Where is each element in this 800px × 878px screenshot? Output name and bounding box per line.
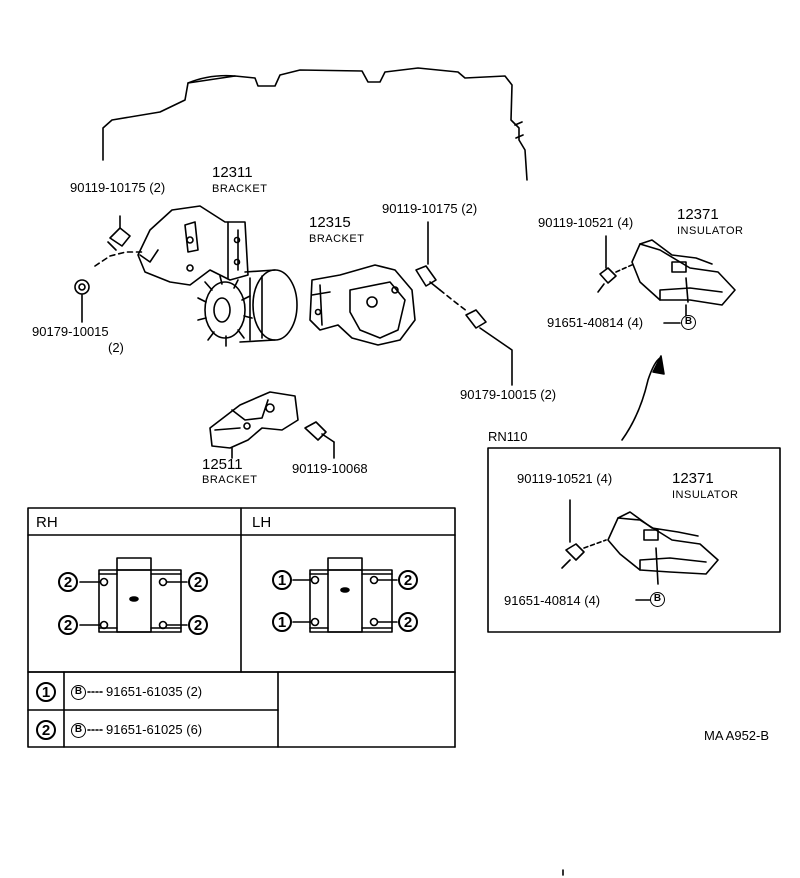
- bracket-12315-drawing: [309, 264, 416, 346]
- figure-reference: MA A952-B: [704, 728, 770, 743]
- rn110-title: RN110: [488, 429, 528, 444]
- alternator-drawing: [197, 269, 298, 347]
- label-90119-10521-top: 90119-10521 (4): [538, 215, 634, 230]
- legend-num: 2: [36, 720, 56, 740]
- label-91651-40814-top: 91651-40814 (4): [547, 315, 644, 330]
- label-90179-10015-left-qty: (2): [108, 340, 124, 355]
- bracket-12311-drawing: [137, 205, 249, 286]
- lh-bolt-callout: 1: [272, 612, 292, 632]
- rh-label: RH: [36, 514, 58, 531]
- bracket-12511-drawing: [209, 391, 335, 459]
- label-12511: 12511: [202, 456, 243, 473]
- lh-bolt-callout: 2: [398, 570, 418, 590]
- rh-bolt-callout: 2: [188, 572, 208, 592]
- b-symbol-box: B: [650, 592, 665, 607]
- rh-bolt-callout: 2: [188, 615, 208, 635]
- arrow-curve: [621, 357, 661, 441]
- label-12371-box: 12371: [672, 470, 714, 487]
- rh-bolt-callout: 2: [58, 572, 78, 592]
- rn110-box-frame: [487, 447, 781, 633]
- label-12315-name: BRACKET: [309, 233, 365, 245]
- label-90179-10015-right: 90179-10015 (2): [460, 387, 557, 402]
- mount-table-frame: [27, 507, 456, 748]
- lh-label: LH: [252, 514, 272, 531]
- b-symbol-top: B: [681, 315, 696, 330]
- engine-outline: [102, 67, 528, 181]
- label-12371-box-name: INSULATOR: [672, 489, 739, 501]
- legend-part: 91651-61025 (6): [106, 722, 203, 737]
- label-12371-top-name: INSULATOR: [677, 225, 744, 237]
- label-12311: 12311: [212, 164, 253, 181]
- rh-bracket-plan: [79, 557, 188, 633]
- lh-bolt-callout: 1: [272, 570, 292, 590]
- legend-code: B: [71, 723, 86, 738]
- label-12511-name: BRACKET: [202, 474, 258, 486]
- label-90179-10015-left: 90179-10015: [32, 324, 109, 339]
- bolt-left-drawing: [74, 215, 143, 323]
- label-90119-10175-right: 90119-10175 (2): [382, 201, 478, 216]
- insulator-box-drawing: [561, 499, 719, 585]
- insulator-top-drawing: [597, 235, 736, 321]
- label-12311-name: BRACKET: [212, 183, 268, 195]
- label-12371-top: 12371: [677, 206, 719, 223]
- legend-num: 1: [36, 682, 56, 702]
- label-91651-40814-box: 91651-40814 (4): [504, 593, 601, 608]
- rh-bolt-callout: 2: [58, 615, 78, 635]
- lh-bolt-callout: 2: [398, 612, 418, 632]
- legend-part: 91651-61035 (2): [106, 684, 203, 699]
- label-90119-10068: 90119-10068: [292, 461, 368, 476]
- label-90119-10175-left: 90119-10175 (2): [70, 180, 166, 195]
- lh-bracket-plan: [292, 557, 398, 633]
- legend-code: B: [71, 685, 86, 700]
- label-90119-10521-box: 90119-10521 (4): [517, 471, 613, 486]
- label-12315: 12315: [309, 214, 351, 231]
- bolt-right-drawing: [415, 221, 513, 386]
